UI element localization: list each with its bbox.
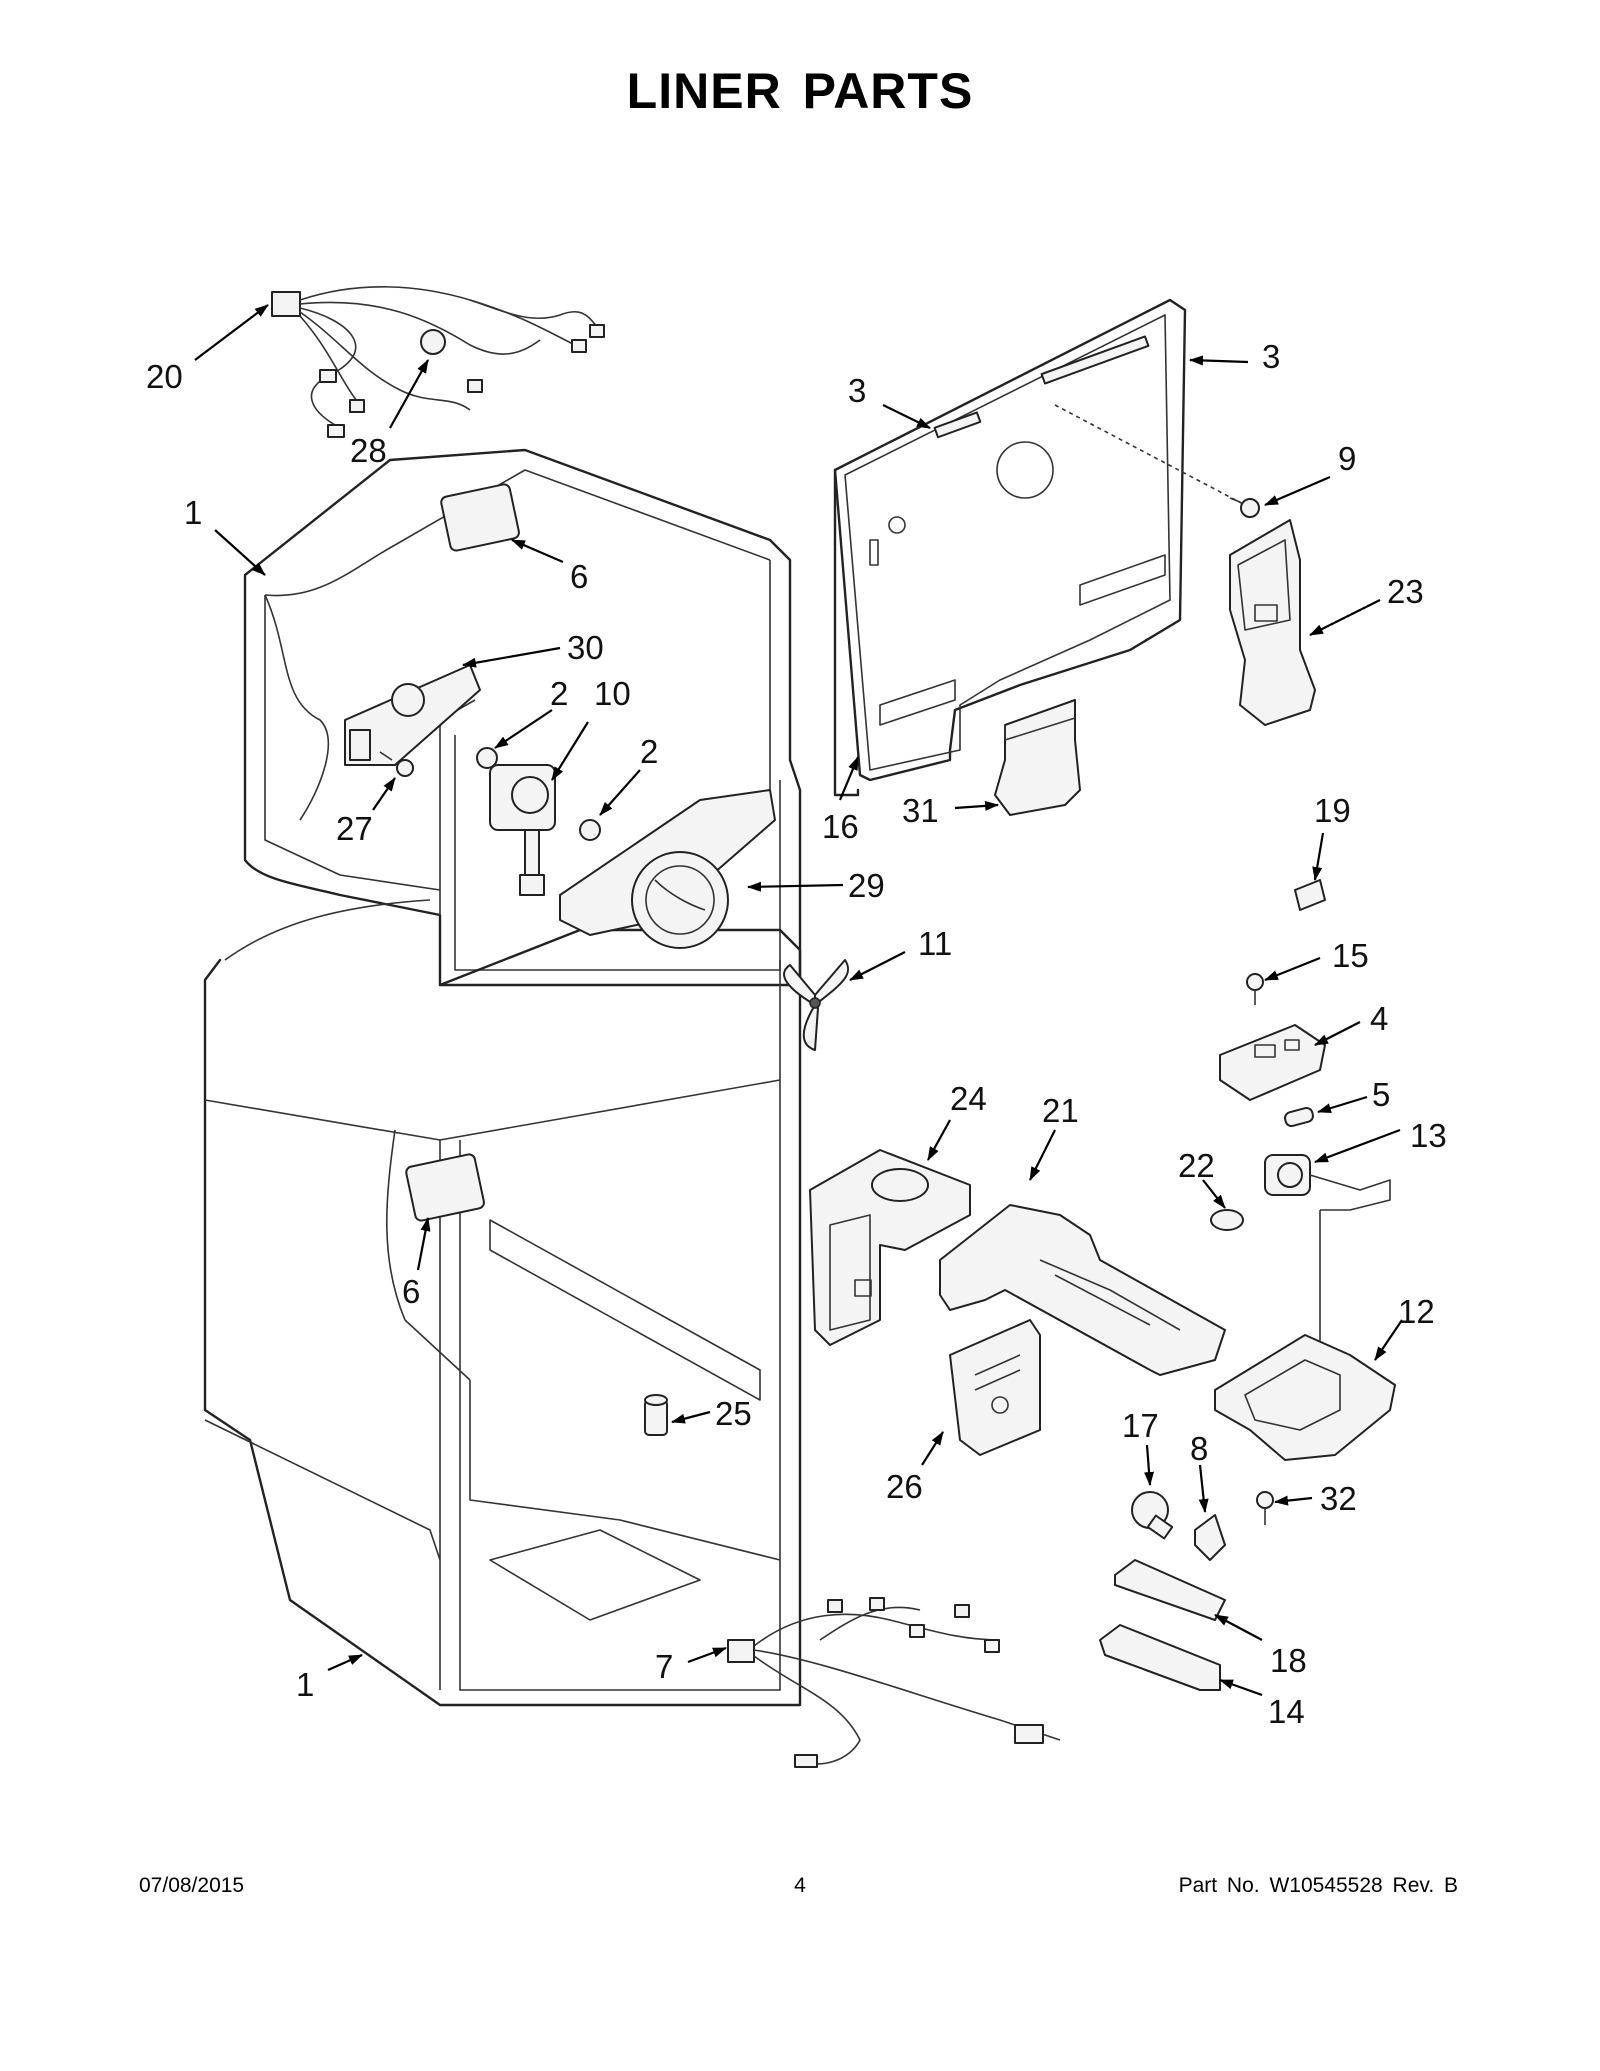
callout-19: 19 <box>1314 792 1351 829</box>
callout-29: 29 <box>848 867 885 904</box>
callout-arrows <box>194 304 1403 1697</box>
fan-blade-11 <box>783 959 850 1051</box>
air-duct-23 <box>1229 519 1316 726</box>
footer-part-number: Part No. W10545528 Rev. B <box>1178 1874 1458 1897</box>
screw-32 <box>1256 1491 1274 1525</box>
screw-27 <box>379 751 414 777</box>
callout-11: 11 <box>918 925 952 962</box>
thermistor-25 <box>644 1394 668 1436</box>
callout-31: 31 <box>902 792 939 829</box>
callout-23: 23 <box>1387 573 1424 610</box>
page-title: LINER PARTS <box>626 63 974 119</box>
light-cover-14 <box>1099 1624 1221 1691</box>
light-shield-18 <box>1114 1559 1226 1621</box>
screw-15 <box>1246 973 1264 1005</box>
grommet-22 <box>1210 1209 1244 1231</box>
callout-2-b: 2 <box>640 733 658 770</box>
callout-26: 26 <box>886 1468 923 1505</box>
callout-25: 25 <box>715 1395 752 1432</box>
callout-3-left: 3 <box>848 372 866 409</box>
footer-page-number: 4 <box>794 1874 806 1897</box>
callout-2-a: 2 <box>550 675 568 712</box>
freezer-liner <box>243 448 802 987</box>
callout-5: 5 <box>1372 1076 1390 1113</box>
crisper-cover-21 <box>939 1204 1226 1376</box>
air-duct-31 <box>994 699 1081 816</box>
callout-17: 17 <box>1122 1407 1159 1444</box>
callout-4: 4 <box>1370 1000 1388 1037</box>
callout-21: 21 <box>1042 1092 1079 1129</box>
callout-24: 24 <box>950 1080 987 1117</box>
thermostat-13 <box>1264 1154 1391 1380</box>
screw-9 <box>1054 404 1260 518</box>
callout-22: 22 <box>1178 1147 1215 1184</box>
callout-32: 32 <box>1320 1480 1357 1517</box>
callout-9: 9 <box>1338 440 1356 477</box>
vent-6-upper <box>440 483 520 552</box>
bulb-5 <box>1284 1106 1314 1128</box>
callout-14: 14 <box>1268 1693 1305 1730</box>
callout-8: 8 <box>1190 1430 1208 1467</box>
wire-harness-20 <box>271 286 605 438</box>
callout-20: 20 <box>146 358 183 395</box>
damper-housing-24 <box>809 1149 971 1346</box>
vent-6-lower <box>405 1153 485 1222</box>
callout-16: 16 <box>822 808 859 845</box>
wire-harness-7 <box>727 1597 1061 1768</box>
callout-7: 7 <box>655 1648 673 1685</box>
grommet-2-a <box>476 747 498 769</box>
callout-3-right: 3 <box>1262 338 1280 375</box>
socket-8 <box>1194 1514 1226 1561</box>
callout-1-upper: 1 <box>184 494 202 531</box>
callout-30: 30 <box>567 629 604 666</box>
bracket-30 <box>344 664 481 766</box>
control-board-4 <box>1219 1024 1326 1101</box>
evaporator-fan-motor-10 <box>489 764 556 896</box>
light-housing-12 <box>1214 1334 1396 1461</box>
seal-3-top <box>1040 335 1150 385</box>
part-19 <box>1294 879 1326 911</box>
callout-18: 18 <box>1270 1642 1307 1679</box>
fresh-food-liner <box>203 899 802 1707</box>
callout-6-lower: 6 <box>402 1273 420 1310</box>
callout-10: 10 <box>594 675 631 712</box>
callout-28: 28 <box>350 432 387 469</box>
callout-15: 15 <box>1332 937 1369 974</box>
duct-cover-26 <box>949 1319 1041 1456</box>
callout-13: 13 <box>1410 1117 1447 1154</box>
callout-27: 27 <box>336 810 373 847</box>
grommet-2-b <box>579 819 601 841</box>
seal-3-left <box>933 411 982 439</box>
fan-housing-29 <box>559 789 776 949</box>
bulb-17 <box>1131 1491 1174 1540</box>
callout-1-lower: 1 <box>296 1666 314 1703</box>
callout-labels: 20 28 1 6 30 2 10 2 27 29 11 3 3 9 23 16… <box>146 338 1447 1730</box>
callout-6-upper: 6 <box>570 558 588 595</box>
footer-date: 07/08/2015 <box>139 1874 245 1897</box>
evaporator-cover-16 <box>833 298 1187 797</box>
callout-12: 12 <box>1398 1293 1435 1330</box>
